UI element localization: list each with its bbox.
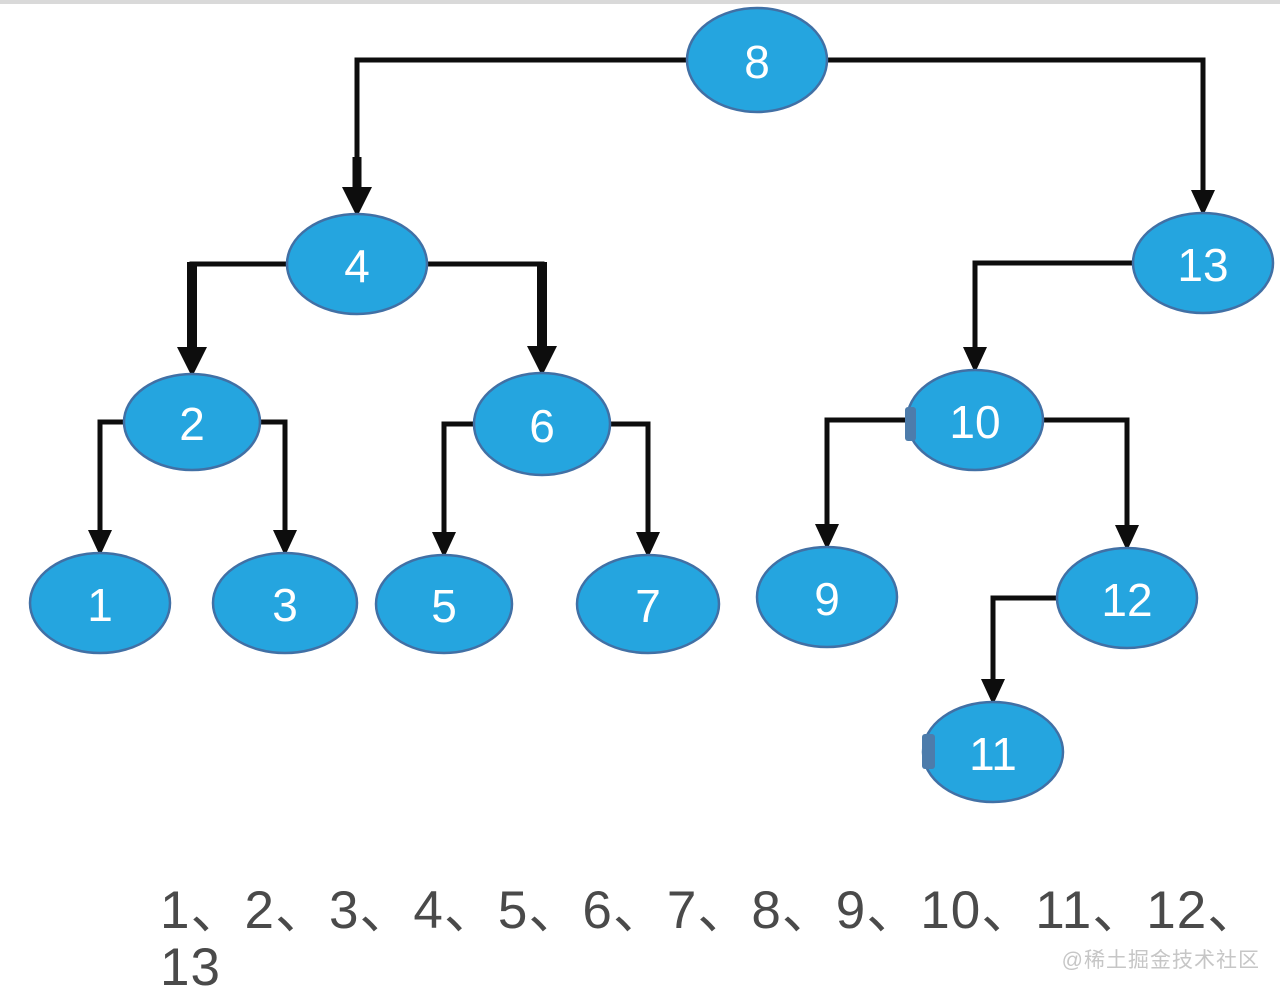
arrowhead-icon [432, 532, 456, 558]
arrowhead-icon [1191, 190, 1215, 216]
node-ellipse [685, 6, 829, 114]
arrowhead-icon [981, 679, 1005, 705]
node-ellipse [755, 545, 899, 649]
node-ellipse [285, 212, 429, 316]
tree-node-9: 9 [755, 545, 899, 649]
edge-4-2 [177, 261, 287, 377]
node-ellipse [122, 372, 262, 472]
tree-node-3: 3 [211, 551, 359, 655]
tree-node-12: 12 [1055, 546, 1199, 650]
node-edge-mark [905, 407, 916, 441]
node-label: 3 [272, 579, 298, 631]
tree-node-11: 11 [921, 700, 1065, 804]
node-label: 1 [87, 579, 113, 631]
edge-10-12 [1043, 417, 1139, 551]
edge-6-7 [610, 421, 660, 558]
arrowhead-icon [815, 524, 839, 550]
node-label: 9 [814, 573, 840, 625]
arrowhead-icon [1115, 525, 1139, 551]
arrowhead-icon [88, 530, 112, 556]
node-ellipse [575, 553, 721, 655]
node-label: 6 [529, 400, 555, 452]
node-label: 11 [969, 728, 1017, 780]
top-border-strip [0, 0, 1280, 4]
edge-12-11 [981, 595, 1057, 705]
watermark-text: @稀土掘金技术社区 [1061, 949, 1260, 972]
tree-node-2: 2 [122, 372, 262, 472]
caption-line-2: 13 [160, 938, 221, 994]
edge-8-4 [342, 57, 687, 217]
edge-6-5 [432, 421, 474, 558]
edge-10-9 [815, 417, 907, 550]
tree-node-4: 4 [285, 212, 429, 316]
traversal-sequence-caption: 1、2、3、4、5、6、7、8、9、10、11、12、 13 [160, 882, 1261, 994]
tree-node-8: 8 [685, 6, 829, 114]
arrowhead-icon [273, 530, 297, 556]
edge-2-1 [88, 419, 124, 556]
node-label: 5 [431, 580, 457, 632]
node-label: 12 [1101, 574, 1152, 626]
edge-13-10 [963, 260, 1133, 373]
caption-line-1: 1、2、3、4、5、6、7、8、9、10、11、12、 [160, 881, 1262, 940]
tree-node-1: 1 [28, 551, 172, 655]
node-label: 13 [1177, 239, 1228, 291]
tree-node-10: 10 [905, 368, 1045, 472]
arrowhead-icon [527, 346, 557, 376]
arrowhead-icon [963, 347, 987, 373]
tree-node-5: 5 [374, 553, 514, 655]
node-ellipse [211, 551, 359, 655]
tree-node-6: 6 [472, 371, 612, 477]
tree-node-13: 13 [1131, 211, 1275, 315]
node-ellipse [1131, 211, 1275, 315]
node-edge-mark [922, 734, 935, 769]
node-ellipse [28, 551, 172, 655]
node-ellipse [472, 371, 612, 477]
edge-8-13 [827, 57, 1215, 216]
arrowhead-icon [636, 532, 660, 558]
arrowhead-icon [177, 347, 207, 377]
node-ellipse [1055, 546, 1199, 650]
node-label: 10 [949, 396, 1000, 448]
edge-2-3 [260, 419, 297, 556]
node-label: 8 [744, 36, 770, 88]
arrowhead-icon [342, 187, 372, 217]
node-ellipse [374, 553, 514, 655]
tree-node-7: 7 [575, 553, 721, 655]
edge-4-6 [427, 261, 557, 376]
node-label: 2 [179, 398, 205, 450]
node-label: 7 [635, 580, 661, 632]
node-label: 4 [344, 240, 370, 292]
